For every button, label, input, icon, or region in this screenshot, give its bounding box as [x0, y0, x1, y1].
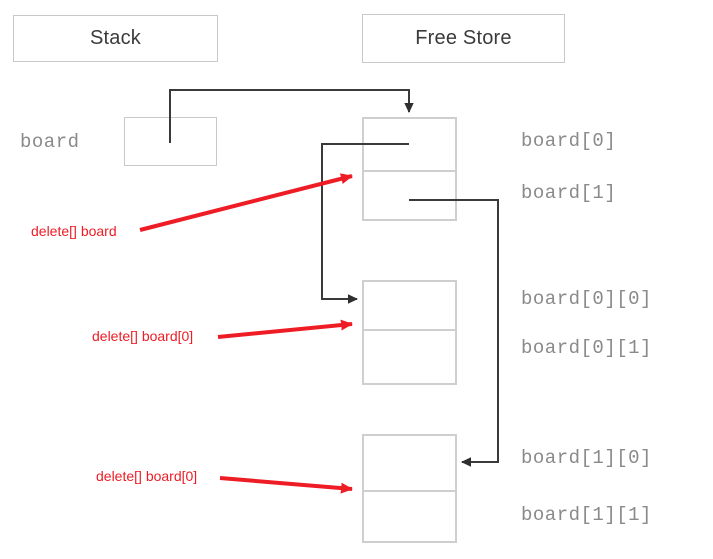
- free-store-header-label: Free Store: [415, 27, 512, 49]
- annotation-arrow-delete-board-0: [217, 319, 353, 339]
- cell-divider: [364, 170, 455, 172]
- stack-header-box: Stack: [13, 15, 218, 62]
- cell-label-board-0: board[0]: [521, 130, 617, 152]
- free-store-block-board-0-array: [362, 280, 457, 385]
- stack-pointer-box: [124, 117, 217, 166]
- cell-label-board-1: board[1]: [521, 182, 617, 204]
- cell-label-board-0-1: board[0][1]: [521, 337, 652, 359]
- free-store-block-board-1-array: [362, 434, 457, 543]
- stack-header-label: Stack: [89, 27, 142, 49]
- annotation-label-delete-board: delete[] board: [31, 223, 117, 239]
- cell-label-board-1-0: board[1][0]: [521, 447, 652, 469]
- stack-variable-label: board: [20, 131, 80, 153]
- free-store-header-box: Free Store: [362, 14, 565, 63]
- cell-divider: [364, 329, 455, 331]
- annotation-arrow-delete-board-1: [219, 476, 353, 494]
- cell-label-board-0-0: board[0][0]: [521, 288, 652, 310]
- cell-divider: [364, 490, 455, 492]
- annotation-label-delete-board-0: delete[] board[0]: [92, 328, 194, 344]
- annotation-label-delete-board-1: delete[] board[0]: [96, 468, 198, 484]
- free-store-block-board-array: [362, 117, 457, 221]
- annotation-arrow-delete-board: [139, 173, 353, 232]
- cell-label-board-1-1: board[1][1]: [521, 504, 652, 526]
